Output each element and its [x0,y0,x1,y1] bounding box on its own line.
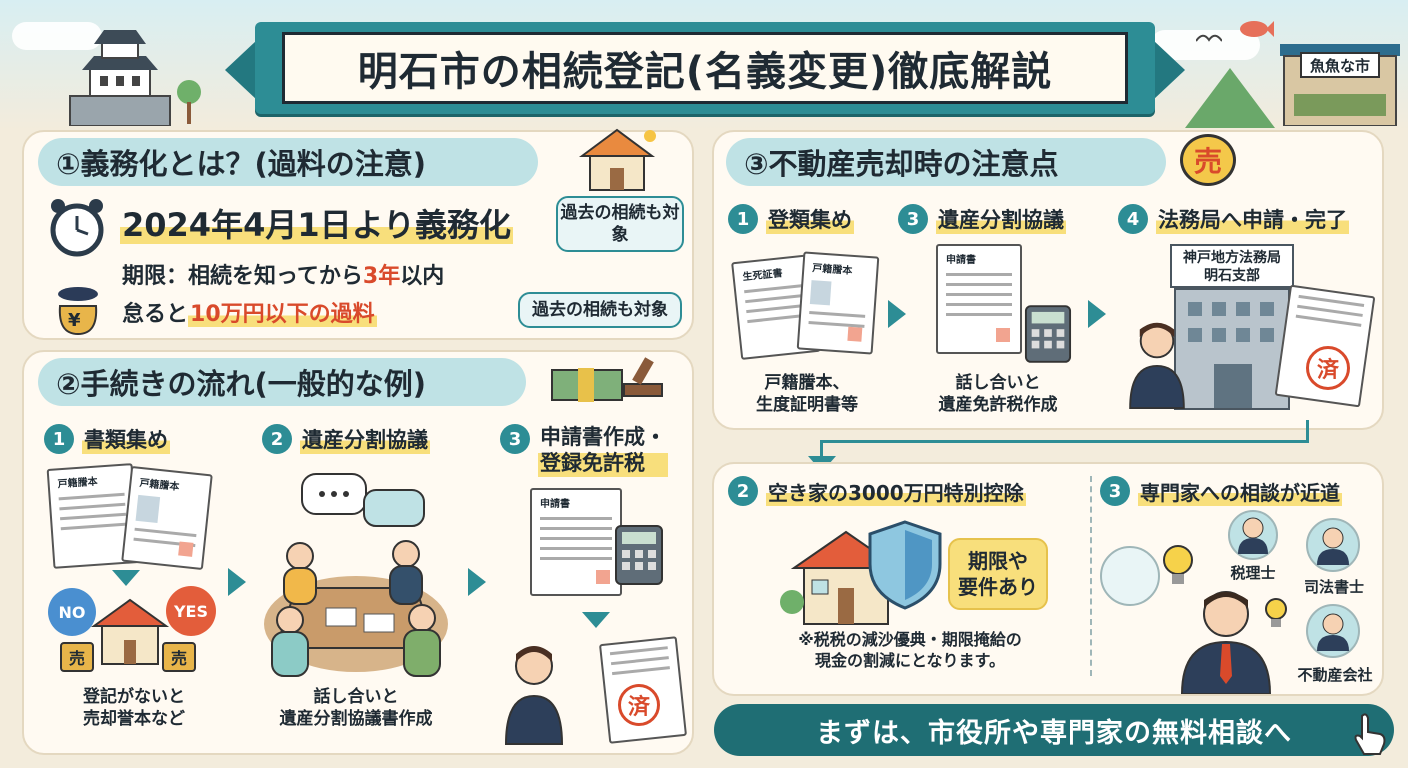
sale-step-1-caption: 戸籍謄本、 生度証明書等 [756,373,858,416]
obligation-date: 2024年4月1日より義務化 [120,206,513,244]
pointer-hand-icon [1350,712,1390,756]
money-gavel-icon [548,350,668,412]
past-inheritance-bubble-top: 過去の相続も対象 [556,196,684,252]
yes-badge: YES [166,586,216,636]
calculator-icon [614,524,664,586]
yen-symbol: ¥ [68,310,81,331]
connector-line [1306,420,1309,442]
photo-icon [809,280,832,306]
staff-woman-icon [502,640,566,746]
legal-affairs-bureau-building [1174,288,1290,410]
calculator-icon [1024,304,1072,364]
arrow-right-icon [468,568,486,596]
photo-icon [135,494,161,524]
sell-badge: 売 [1180,134,1236,186]
expert-man-icon [1176,584,1276,695]
application-form-document: 申請書 [530,488,622,596]
completed-stamp: 済 [618,684,660,726]
expert-label-judicial-scrivener: 司法書士 [1303,578,1364,596]
alarm-clock-icon [46,196,108,258]
deadline-requirement-bubble: 期限や 要件あり [948,538,1048,610]
tax-note: ※税税の減沙優典・期限掩給の 現金の割減にとなります。 [798,630,1022,670]
procedure-step-1-caption: 登記がないと 売却誉本など [83,687,185,730]
no-badge: NO [48,588,96,636]
section-sale-heading: ③不動産売却時の注意点 [726,138,1166,186]
ribbon-tail-left [225,40,257,100]
house-icon [572,126,662,192]
tax-accountant-avatar [1228,510,1278,560]
deadline-text: 期限：相続を知ってから3年以内 [122,264,445,289]
expert-label-real-estate: 不動産会社 [1297,666,1373,684]
arrow-right-icon [888,300,906,328]
market-sign: 魚魚な市 [1300,52,1380,78]
procedure-step-2-caption: 話し合いと 遺産分割協議書作成 [279,687,433,730]
sale-step-3-caption: 話し合いと 遺産免許税作成 [938,373,1058,416]
sell-sign-left: 売 [60,642,94,672]
lightbulb-icon [1160,542,1196,590]
tree-icon [176,78,202,124]
free-consultation-button[interactable]: まずは、市役所や専門家の無料相談へ [714,704,1394,756]
past-inheritance-bubble-bottom: 過去の相続も対象 [518,292,682,328]
section-obligation-heading: ①義務化とは？(過料の注意) [38,138,538,186]
section-procedure-heading: ②手続きの流れ(一般的な例) [38,358,526,406]
sale-application-document: 申請書 [936,244,1022,354]
judicial-scrivener-avatar [1306,518,1360,572]
document-family-register-copy: 戸籍謄本 [121,465,213,571]
divider [1090,476,1092,676]
staff-woman-icon [1126,318,1188,410]
money-bag-icon [52,286,104,336]
sell-sign-right: 売 [162,642,196,672]
shield-icon [868,520,942,610]
expert-label-tax-accountant: 税理士 [1230,564,1276,582]
completed-stamp: 済 [1306,346,1350,390]
real-estate-agent-avatar [1306,604,1360,658]
document-register-copy: 戸籍謄本 [796,251,880,355]
page-title: 明石市の相続登記(名義変更)徹底解説 [282,32,1128,104]
akashi-castle-icon [60,18,180,127]
penalty-text: 怠ると10万円以下の過料 [122,302,377,327]
bird-icon [1195,30,1223,44]
arrow-right-icon [1088,300,1106,328]
lightbulb-icon [1262,596,1290,632]
ribbon-tail-right [1153,40,1185,100]
arrow-right-icon [228,568,246,596]
arrow-down-icon [582,612,610,628]
cloud-left [12,22,102,50]
house-for-sale-icon [90,596,170,666]
title-banner: 明石市の相続登記(名義変更)徹底解説 [255,22,1155,114]
thought-bubble-icon [1100,546,1160,606]
fish-icon [1238,18,1274,40]
fish-market-icon [1280,34,1400,127]
legal-affairs-bureau-sign: 神戸地方法務局 明石支部 [1170,244,1294,288]
meeting-illustration [256,468,456,682]
arrow-down-icon [112,570,140,586]
connector-line [822,440,1309,443]
mountain-icon [1185,60,1275,128]
connector-line [820,440,823,458]
